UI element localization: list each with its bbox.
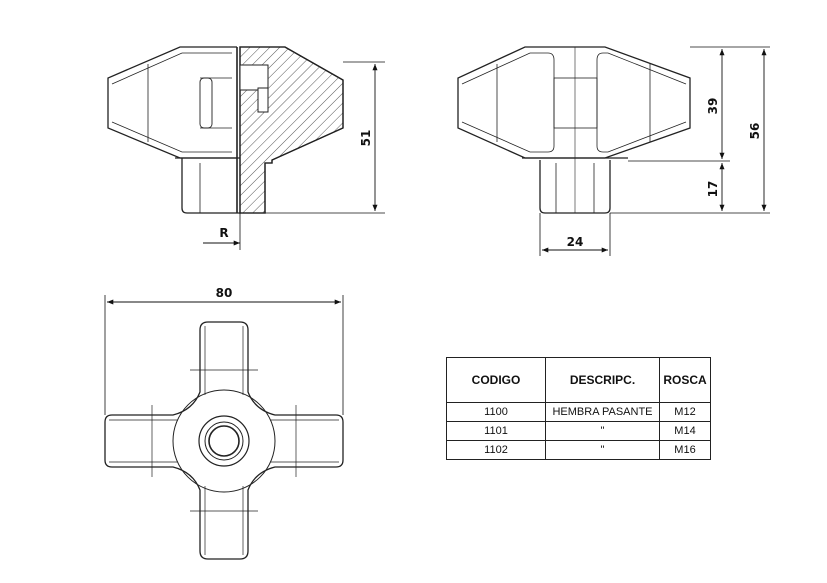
dim-51: 51 (359, 130, 373, 147)
dim-24: 24 (567, 235, 584, 249)
header-rosca: ROSCA (659, 357, 711, 403)
cell-codigo: 1102 (446, 440, 546, 460)
cell-descripc: " (545, 440, 660, 460)
section-view (107, 46, 385, 250)
cell-rosca: M16 (659, 440, 711, 460)
table-header-row: CODIGO DESCRIPC. ROSCA (446, 357, 711, 403)
dim-39: 39 (706, 98, 720, 115)
cell-codigo: 1100 (446, 402, 546, 422)
cell-descripc: HEMBRA PASANTE (545, 402, 660, 422)
dim-r: R (219, 226, 228, 240)
parts-table: CODIGO DESCRIPC. ROSCA 1100 HEMBRA PASAN… (446, 357, 711, 460)
table-row: 1100 HEMBRA PASANTE M12 (446, 402, 711, 422)
cell-rosca: M12 (659, 402, 711, 422)
table-row: 1101 " M14 (446, 421, 711, 441)
dim-17: 17 (706, 181, 720, 198)
header-codigo: CODIGO (446, 357, 546, 403)
top-view (104, 295, 344, 560)
dim-80: 80 (216, 286, 233, 300)
cell-descripc: " (545, 421, 660, 441)
cell-codigo: 1101 (446, 421, 546, 441)
table-row: 1102 " M16 (446, 440, 711, 460)
cell-rosca: M14 (659, 421, 711, 441)
front-view (457, 46, 770, 256)
dim-56: 56 (748, 123, 762, 140)
header-descripc: DESCRIPC. (545, 357, 660, 403)
